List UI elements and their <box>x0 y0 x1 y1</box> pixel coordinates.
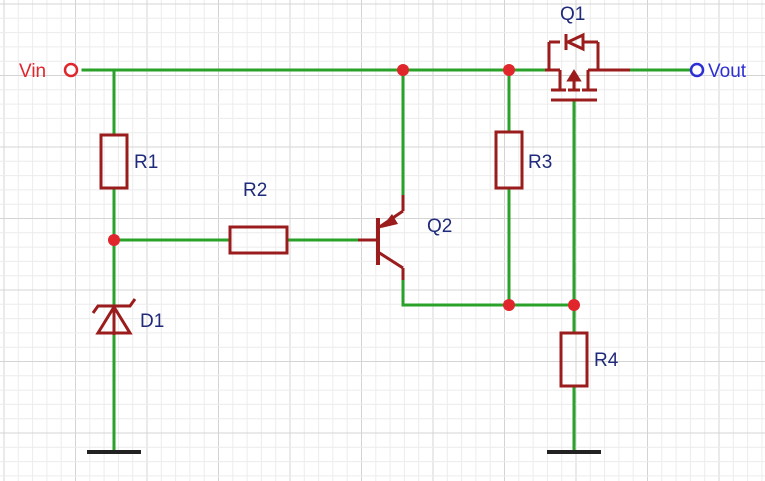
vout-label: Vout <box>708 61 747 82</box>
transistor-q2[interactable] <box>358 195 405 280</box>
r3-label: R3 <box>528 152 552 173</box>
zener-diode-d1[interactable] <box>91 298 137 335</box>
resistor-r4[interactable] <box>559 331 589 388</box>
junction-dot <box>108 234 120 246</box>
resistor-r3[interactable] <box>494 130 524 190</box>
junction-dot <box>568 299 580 311</box>
junctions <box>108 64 580 311</box>
vin-label: Vin <box>19 61 46 82</box>
resistor-r1[interactable] <box>99 133 129 190</box>
r2-label: R2 <box>243 180 267 201</box>
vout-port-terminal[interactable] <box>689 62 705 78</box>
vin-port-terminal[interactable] <box>63 62 79 78</box>
q1-label: Q1 <box>560 4 585 25</box>
r1-label: R1 <box>134 152 158 173</box>
junction-dot <box>503 299 515 311</box>
junction-dot <box>503 64 515 76</box>
wires <box>81 68 692 452</box>
d1-label: D1 <box>140 311 164 332</box>
mosfet-q1[interactable] <box>545 32 630 102</box>
r4-label: R4 <box>594 350 619 371</box>
components <box>91 32 630 388</box>
q2-label: Q2 <box>427 216 452 237</box>
resistor-r2[interactable] <box>228 225 289 255</box>
junction-dot <box>397 64 409 76</box>
